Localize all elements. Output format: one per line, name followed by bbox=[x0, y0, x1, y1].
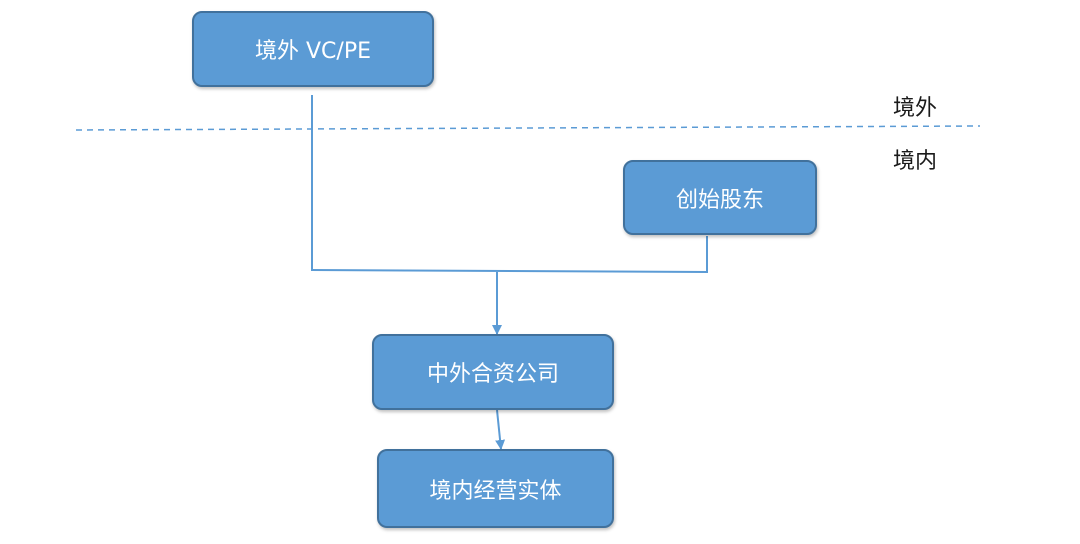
boundary-dashed-line bbox=[75, 125, 981, 131]
region-label-offshore: 境外 bbox=[893, 96, 938, 121]
arrow-to-domestic-entity bbox=[495, 409, 506, 450]
region-label-domestic: 境内 bbox=[893, 149, 938, 174]
node-domestic-entity: 境内经营实体 bbox=[377, 449, 614, 528]
node-founder: 创始股东 bbox=[623, 160, 817, 235]
connector-merge-line bbox=[310, 269, 709, 273]
node-jv-company: 中外合资公司 bbox=[372, 334, 614, 410]
node-offshore-vcpe: 境外 VC/PE bbox=[192, 11, 434, 87]
